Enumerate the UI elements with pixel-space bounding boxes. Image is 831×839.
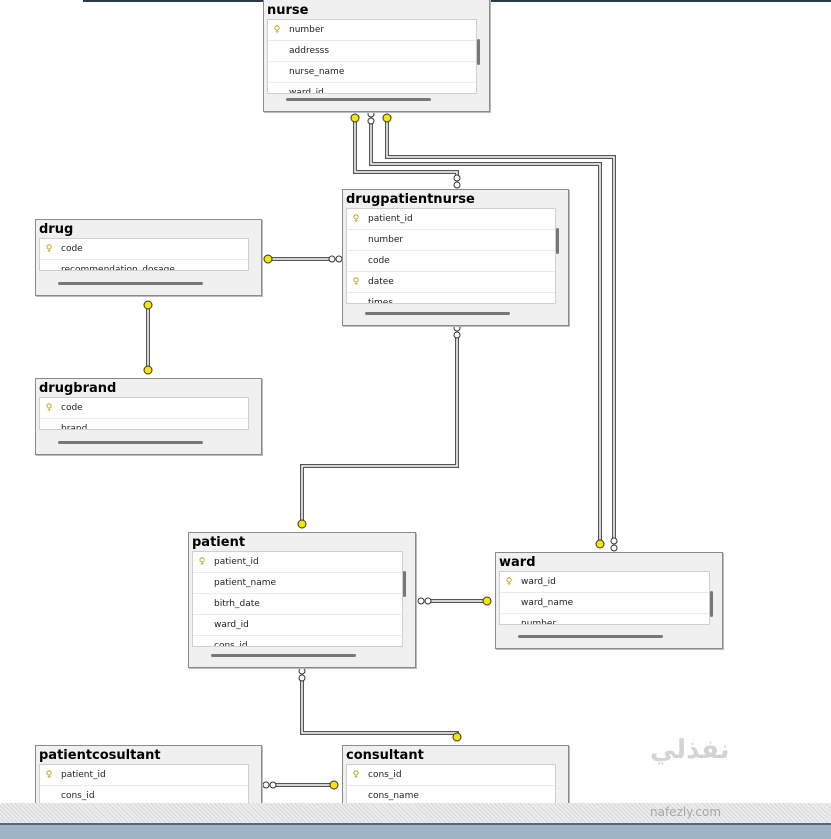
column-row[interactable]: number — [500, 614, 709, 625]
watermark-logo: نفذلي — [650, 735, 730, 765]
column-name: ward_id — [214, 620, 249, 630]
table-patient[interactable]: patient ♀ patient_id patient_name bitrh_date… — [188, 532, 416, 668]
column-row[interactable]: brand — [40, 419, 248, 430]
horizontal-scroll-area[interactable] — [0, 803, 831, 823]
column-grid: ♀ patient_id patient_name bitrh_date ward_id… — [192, 551, 403, 647]
rel-patient-consultant — [300, 680, 459, 737]
many-end-markers — [262, 110, 618, 789]
table-title: patientcosultant — [39, 748, 161, 763]
watermark-url: nafezly.com — [650, 805, 722, 819]
column-name: cons_id — [214, 641, 248, 647]
column-name: cons_id — [368, 770, 402, 780]
primary-key-icon: ♀ — [352, 214, 360, 224]
column-row[interactable]: nurse_name — [268, 62, 476, 83]
column-name: patient_id — [368, 214, 413, 224]
rel-nurse-ward-1 — [369, 120, 602, 540]
vertical-scrollbar[interactable] — [477, 39, 480, 65]
column-row[interactable]: number — [347, 230, 555, 251]
table-title: consultant — [346, 748, 424, 763]
column-row[interactable]: ♀ number — [268, 20, 476, 41]
table-title: ward — [499, 555, 536, 570]
column-name: ward_id — [289, 88, 324, 94]
column-name: ward_id — [521, 577, 556, 587]
table-drugbrand[interactable]: drugbrand ♀ code brand — [35, 378, 262, 455]
horizontal-scrollbar[interactable] — [58, 282, 203, 285]
column-row[interactable]: code — [347, 251, 555, 272]
vertical-scrollbar[interactable] — [710, 591, 713, 617]
table-title: drugpatientnurse — [346, 192, 475, 207]
column-row[interactable]: ♀ patient_id — [40, 765, 248, 786]
column-row[interactable]: ♀ patient_id — [347, 209, 555, 230]
column-grid: ♀ number addresss nurse_name ward_id — [267, 19, 477, 94]
column-name: number — [368, 235, 404, 245]
column-grid: ♀ code recommendation_dosage — [39, 238, 249, 271]
table-title: drug — [39, 222, 74, 237]
horizontal-scrollbar[interactable] — [58, 441, 203, 444]
column-name: code — [61, 244, 83, 254]
column-name: addresss — [289, 46, 330, 56]
rel-nurse-ward-2 — [385, 118, 616, 540]
vertical-scrollbar[interactable] — [403, 571, 406, 597]
column-row[interactable]: ward_id — [268, 83, 476, 94]
column-name: number — [289, 25, 325, 35]
column-name: patient_name — [214, 578, 277, 588]
table-title: patient — [192, 535, 246, 550]
column-row[interactable]: ward_id — [193, 615, 402, 636]
primary-key-icon: ♀ — [45, 403, 53, 413]
primary-key-icon: ♀ — [198, 557, 206, 567]
horizontal-scrollbar[interactable] — [518, 635, 663, 638]
column-name: cons_id — [61, 791, 95, 801]
table-drug[interactable]: drug ♀ code recommendation_dosage — [35, 219, 262, 296]
column-name: code — [61, 403, 83, 413]
column-name: number — [521, 619, 557, 625]
column-row[interactable]: ♀ ward_id — [500, 572, 709, 593]
rel-dpn-patient — [300, 338, 459, 524]
column-row[interactable]: cons_id — [193, 636, 402, 647]
column-row[interactable]: ♀ cons_id — [347, 765, 555, 786]
column-row[interactable]: ♀ datee — [347, 272, 555, 293]
primary-key-icon: ♀ — [45, 770, 53, 780]
column-row[interactable]: patient_name — [193, 573, 402, 594]
column-grid: ♀ code brand — [39, 397, 249, 430]
table-title: drugbrand — [39, 381, 117, 396]
column-row[interactable]: ♀ code — [40, 239, 248, 260]
table-title: nurse — [267, 3, 309, 18]
column-name: bitrh_date — [214, 599, 260, 609]
primary-key-icon: ♀ — [505, 577, 513, 587]
column-row[interactable]: addresss — [268, 41, 476, 62]
column-name: recommendation_dosage — [61, 265, 175, 271]
table-nurse[interactable]: nurse ♀ number addresss nurse_name ward_id — [263, 0, 490, 112]
column-row[interactable]: times — [347, 293, 555, 304]
column-name: nurse_name — [289, 67, 345, 77]
primary-key-icon: ♀ — [45, 244, 53, 254]
status-bar — [0, 823, 831, 839]
horizontal-scrollbar[interactable] — [365, 312, 510, 315]
column-name: patient_id — [214, 557, 259, 567]
horizontal-scrollbar[interactable] — [286, 98, 431, 101]
column-row[interactable]: ward_name — [500, 593, 709, 614]
primary-key-icon: ♀ — [352, 277, 360, 287]
horizontal-scrollbar[interactable] — [211, 654, 356, 657]
key-end-markers — [143, 113, 605, 790]
column-name: ward_name — [521, 598, 574, 608]
primary-key-icon: ♀ — [352, 770, 360, 780]
vertical-scrollbar[interactable] — [556, 228, 559, 254]
column-name: datee — [368, 277, 394, 287]
column-row[interactable]: ♀ patient_id — [193, 552, 402, 573]
column-name: times — [368, 298, 394, 304]
column-row[interactable]: recommendation_dosage — [40, 260, 248, 271]
column-name: patient_id — [61, 770, 106, 780]
column-row[interactable]: ♀ code — [40, 398, 248, 419]
column-row[interactable]: bitrh_date — [193, 594, 402, 615]
column-name: brand — [61, 424, 88, 430]
column-name: cons_name — [368, 791, 419, 801]
column-name: code — [368, 256, 390, 266]
primary-key-icon: ♀ — [273, 25, 281, 35]
